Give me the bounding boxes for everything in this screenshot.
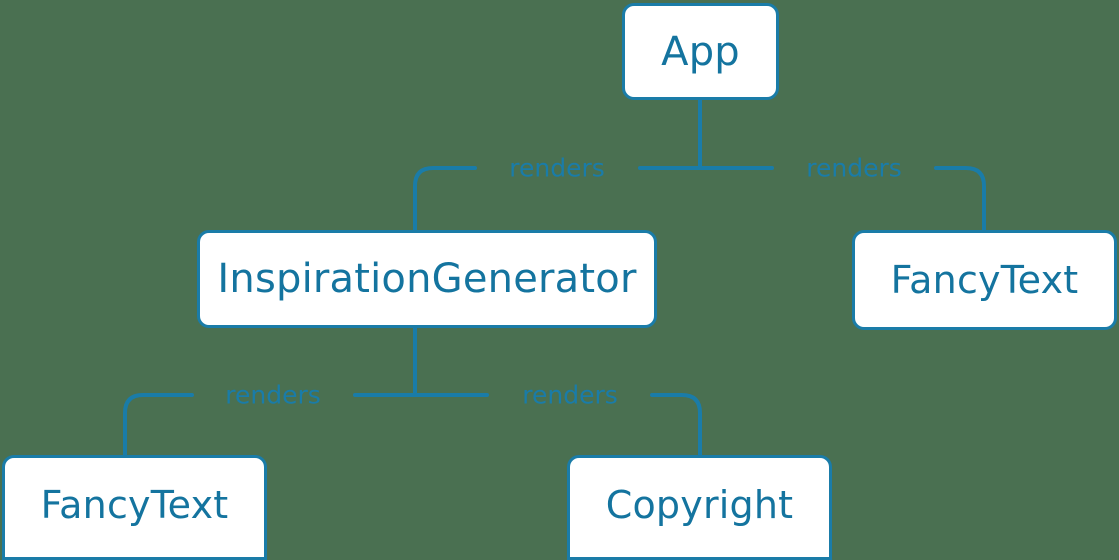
node-copyright-label: Copyright (605, 482, 794, 527)
edge-ig-to-fancytext-elbow (123, 393, 194, 457)
node-fancytext-right[interactable]: FancyText (852, 230, 1117, 330)
edge-label-app-to-fancytext-right: renders (806, 153, 902, 183)
node-copyright[interactable]: Copyright (567, 455, 832, 560)
edge-app-to-fancytext-elbow (934, 166, 986, 232)
node-fancytext-left-label: FancyText (40, 482, 229, 527)
node-inspirationgenerator-label: InspirationGenerator (217, 256, 637, 302)
edge-label-inspirationgenerator-to-fancytext-left: renders (225, 380, 321, 410)
edge-app-to-inspirationgenerator-elbow (413, 166, 477, 232)
edge-label-app-to-inspirationgenerator: renders (509, 153, 605, 183)
edge-ig-to-copyright-elbow (650, 393, 702, 457)
node-fancytext-right-label: FancyText (890, 258, 1079, 302)
node-inspirationgenerator[interactable]: InspirationGenerator (197, 230, 657, 328)
node-app[interactable]: App (622, 3, 779, 100)
edge-label-inspirationgenerator-to-copyright: renders (522, 380, 618, 410)
node-app-label: App (661, 28, 740, 75)
node-fancytext-left[interactable]: FancyText (2, 455, 267, 560)
